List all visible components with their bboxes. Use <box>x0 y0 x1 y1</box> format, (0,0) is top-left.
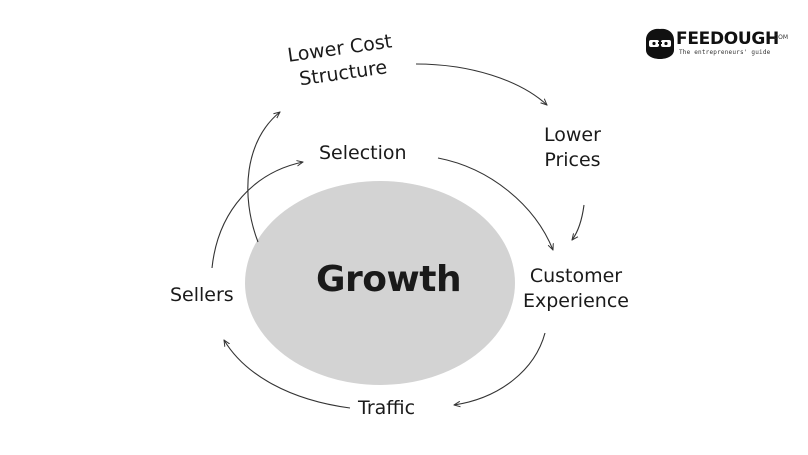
arrow-lower-prices-to-customer-experience <box>572 204 585 240</box>
node-selection: Selection <box>319 142 407 164</box>
arrow-selection-to-customer-experience <box>437 157 553 250</box>
node-lower-prices-line2: Prices <box>544 149 601 171</box>
node-sellers: Sellers <box>170 284 234 306</box>
node-traffic: Traffic <box>358 397 416 419</box>
logo-domain-suffix: .COM <box>772 34 788 41</box>
logo-tagline: The entrepreneurs' guide <box>679 49 771 56</box>
logo-brand-text: FEEDOUGH <box>676 29 779 49</box>
arrow-customer-experience-to-traffic <box>454 332 546 405</box>
growth-label: Growth <box>316 259 462 300</box>
node-customer-line2: Experience <box>523 290 629 312</box>
arrow-sellers-to-selection <box>211 162 303 269</box>
arrow-lower-cost-to-lower-prices <box>415 63 547 105</box>
node-customer-line1: Customer <box>529 265 623 287</box>
node-lower-prices-line1: Lower <box>544 124 601 146</box>
arrow-traffic-to-sellers <box>224 340 351 409</box>
node-lower-prices: Lower Prices <box>544 123 601 173</box>
node-customer-experience: Customer Experience <box>523 264 629 314</box>
feedough-logo <box>646 28 674 59</box>
mascot-face-icon <box>646 28 674 59</box>
growth-ellipse <box>245 181 515 385</box>
arrow-growth-to-lower-cost <box>247 112 280 243</box>
